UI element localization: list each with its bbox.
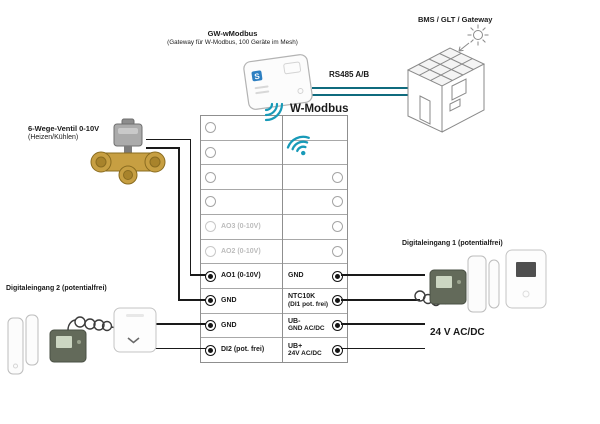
door-contact [467,255,500,313]
six-way-valve-illustration [90,118,166,185]
bms-building-illustration [406,24,489,133]
wifi-signal-icon [286,135,310,156]
digital-input-1-devices [414,249,547,313]
terminal-row [283,238,347,264]
room-thermostat [113,307,157,353]
terminal-label: UB+24V AC/DC [288,342,322,358]
power-label: 24 V AC/DC [430,327,485,338]
valve-sublabel: (Heizen/Kühlen) [28,134,79,141]
terminal-label: DI2 (pot. frei) [221,346,265,354]
terminal-label: GND [288,272,304,280]
cable-sensor [49,316,119,363]
terminal-contact-icon [332,245,343,257]
terminal-label: GND [221,296,237,304]
terminal-contact-icon [205,221,216,233]
terminal-row [201,116,282,140]
wire-di2 [150,347,206,349]
terminal-contact-icon [205,122,216,134]
terminal-row [201,139,282,165]
valve-actuator [113,123,143,147]
wire-ub-plus [341,347,425,349]
wire-gnd-di1 [341,274,425,276]
terminal-contact-icon [205,270,216,282]
terminal-label: GND [221,321,237,329]
wire-gnd-valve-top [146,147,180,149]
card-switch [505,249,547,309]
terminal-contact-icon [332,171,343,183]
wifi-signal-icon [264,102,284,122]
terminal-row [283,139,347,165]
terminal-contact-icon [332,270,343,282]
digital-input-2-devices [7,307,157,375]
terminal-row: UB+24V AC/DC [283,337,347,362]
terminal-row: NTC10K(DI1 pot. frei) [283,287,347,313]
terminal-row: AO1 (0-10V) [201,263,282,288]
terminal-row: GND [201,287,282,313]
wire-gnd-terminal [178,299,206,301]
cable-sensor [414,269,467,307]
brand-logo [251,70,263,82]
wire-gnd-vertical [178,147,180,301]
bms-label: BMS / GLT / Gateway [418,15,493,24]
door [419,95,431,125]
sun-icon [467,24,489,46]
terminal-label: AO2 (0-10V) [221,247,261,255]
terminal-row [283,189,347,214]
wire-ao1-terminal [189,274,206,276]
terminal-contact-icon [205,295,216,307]
wmodbus-title: W-Modbus [290,103,349,115]
terminal-row: AO3 (0-10V) [201,213,282,239]
wire-ao1-vertical [189,138,191,276]
terminal-row: DI2 (pot. frei) [201,337,282,362]
rs485-label: RS485 A/B [329,70,370,79]
terminal-contact-icon [332,319,343,331]
terminal-row [201,189,282,214]
gateway-subtitle: (Gateway für W-Modbus, 100 Geräte im Mes… [167,39,298,46]
terminal-block: AO3 (0-10V) AO2 (0-10V) AO1 (0-10V) GND … [200,115,348,363]
wire-ntc10k-di1 [341,299,420,301]
wire-gnd-di2 [150,323,206,325]
terminal-label: NTC10K(DI1 pot. frei) [288,293,329,308]
terminal-contact-icon [205,171,216,183]
terminal-row [201,164,282,189]
coiled-cable [67,316,119,332]
svg-text:S: S [254,72,261,82]
rs485-wire-b [312,94,408,96]
terminal-contact-icon [332,344,343,356]
terminal-row: GND [283,263,347,288]
digital-input-2-label: Digitaleingang 2 (potentialfrei) [6,285,107,292]
valve-label: 6-Wege-Ventil 0-10V [28,124,100,133]
terminal-contact-icon [205,319,216,331]
terminal-label: AO3 (0-10V) [221,222,261,230]
digital-input-1-label: Digitaleingang 1 (potentialfrei) [402,240,503,247]
terminal-row [283,213,347,239]
wire-ao1-valve-top [146,138,191,140]
terminal-label: AO1 (0-10V) [221,272,261,280]
terminal-contact-icon [332,221,343,233]
terminal-column-left: AO3 (0-10V) AO2 (0-10V) AO1 (0-10V) GND … [201,116,282,362]
gateway-name: GW-wModbus [207,29,258,38]
terminal-row [283,164,347,189]
terminal-contact-icon [205,344,216,356]
terminal-contact-icon [205,196,216,208]
terminal-row: UB-GND AC/DC [283,312,347,338]
terminal-row: AO2 (0-10V) [201,238,282,264]
terminal-column-right: GND NTC10K(DI1 pot. frei) UB-GND AC/DC U… [282,116,347,362]
terminal-label: UB-GND AC/DC [288,317,325,333]
terminal-contact-icon [332,295,343,307]
wire-ub-minus [341,323,425,325]
terminal-contact-icon [205,147,216,159]
gateway-device: S [243,54,313,122]
terminal-contact-icon [205,245,216,257]
rs485-wire-a [312,87,408,89]
terminal-contact-icon [332,196,343,208]
window [451,78,467,101]
door-contact [7,314,39,375]
terminal-row: GND [201,312,282,338]
